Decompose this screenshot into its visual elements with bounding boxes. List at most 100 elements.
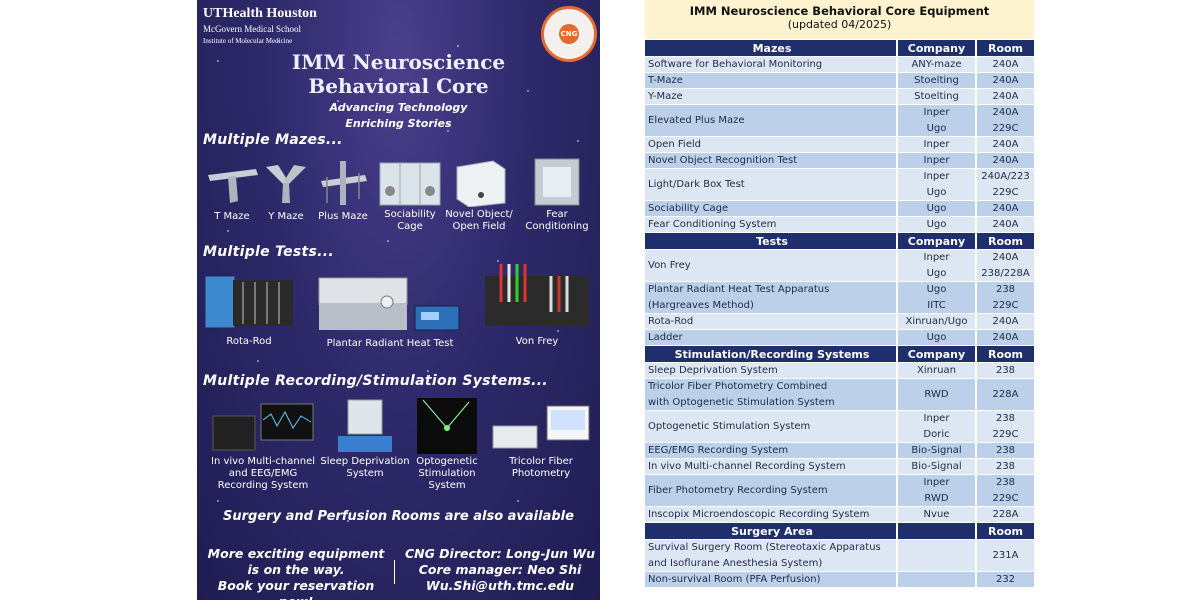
room-cell-line: 231A [992, 550, 1019, 561]
room-cell-line: 238 [995, 461, 1016, 472]
multichannel-recorder-image [212, 403, 314, 451]
room-cell: 238 [977, 443, 1034, 458]
equipment-name: Light/Dark Box Test [645, 169, 898, 200]
company-cell-line: Inper [923, 155, 950, 166]
y-maze-image [266, 165, 306, 203]
equipment-name-line: Optogenetic Stimulation System [648, 421, 811, 432]
room-cell-line: 229C [992, 300, 1019, 311]
room-cell-line: 240A [992, 332, 1019, 343]
star-decoration [577, 140, 579, 142]
star-decoration [347, 520, 349, 522]
room-cell: 240A [977, 314, 1034, 329]
maze-item-y-maze: Y Maze [257, 157, 315, 223]
section-tests-heading: Multiple Tests... [203, 244, 335, 260]
equipment-name-line: Sleep Deprivation System [648, 365, 778, 376]
company-header: Company [898, 233, 977, 249]
room-cell: 228A [977, 507, 1034, 522]
room-cell-line: 240A [992, 75, 1019, 86]
room-cell-line: 240A [992, 316, 1019, 327]
room-cell-line: 240A/223 [981, 171, 1030, 182]
star-decoration [427, 370, 429, 372]
maze-item-plus-maze: Plus Maze [313, 157, 373, 223]
room-header: Room [987, 42, 1024, 55]
equipment-name-line: Fear Conditioning System [648, 219, 777, 230]
star-decoration [447, 130, 449, 132]
maze-label: Sociability [384, 209, 436, 220]
company-cell-line: Inper [923, 107, 950, 118]
plus-maze-image [321, 161, 367, 205]
room-cell-line: 228A [992, 509, 1019, 520]
room-cell-line: 228A [992, 389, 1019, 400]
maze-item-novel-object-open-field: Novel Object/Open Field [443, 155, 515, 233]
company-cell-line: Xinruan [917, 365, 956, 376]
section-mazes-heading: Multiple Mazes... [203, 132, 343, 148]
star-decoration [457, 45, 459, 47]
equipment-name: In vivo Multi-channel Recording System [645, 459, 898, 474]
footer-right: CNG Director: Long-Jun Wu Core manager: … [402, 546, 598, 594]
maze-label: Y Maze [268, 211, 304, 222]
company-cell: Nvue [898, 507, 977, 522]
room-cell-line: 229C [992, 429, 1019, 440]
equipment-name: Novel Object Recognition Test [645, 153, 898, 168]
contact-email[interactable]: Wu.Shi@uth.tmc.edu [425, 578, 575, 593]
room-cell-line: 238/228A [981, 268, 1030, 279]
footer-left-line: is on the way. [247, 562, 345, 577]
star-decoration [527, 90, 529, 92]
room-cell: 231A [977, 540, 1034, 571]
equipment-name-line: Fiber Photometry Recording System [648, 485, 828, 496]
room-cell-line: 229C [992, 123, 1019, 134]
table-updated: (updated 04/2025) [787, 18, 892, 31]
equipment-name: Plantar Radiant Heat Test Apparatus(Harg… [645, 282, 898, 313]
recording-label: System [428, 480, 466, 491]
equipment-name: Von Frey [645, 250, 898, 281]
company-cell: Bio-Signal [898, 443, 977, 458]
maze-item-t-maze: T Maze [201, 157, 263, 223]
company-cell: RWD [898, 379, 977, 410]
tagline-line2: Enriching Stories [345, 117, 452, 130]
star-decoration [307, 140, 309, 142]
sociability-cage-image [379, 162, 441, 206]
fear-conditioning-image [534, 158, 580, 206]
recording-label: Recording System [217, 480, 309, 491]
company-cell-line: Stoelting [914, 75, 959, 86]
company-header: Company [898, 40, 977, 56]
equipment-name-line: Light/Dark Box Test [648, 179, 745, 190]
von-frey-image [485, 264, 589, 326]
table-row: Survival Surgery Room (Stereotaxic Appar… [645, 539, 1034, 571]
equipment-name: Elevated Plus Maze [645, 105, 898, 136]
company-cell-line: Ugo [926, 203, 947, 214]
seal-text: CNG [559, 24, 579, 44]
footer-divider [394, 560, 395, 584]
test-item-plantar-radiant-heat: Plantar Radiant Heat Test [315, 272, 465, 350]
table-row: Novel Object Recognition Test Inper 240A [645, 152, 1034, 168]
institute-name: Institute of Molecular Medicine [203, 37, 293, 45]
recording-label: In vivo Multi-channel [211, 456, 315, 467]
company-cell: Stoelting [898, 73, 977, 88]
sleep-deprivation-image [338, 399, 392, 452]
room-header: Room [987, 525, 1024, 538]
section-title: Tests [645, 233, 898, 249]
company-cell: Xinruan [898, 363, 977, 378]
company-cell: Ugo [898, 330, 977, 345]
company-cell-line: Inper [923, 171, 950, 182]
director-line: CNG Director: Long-Jun Wu [404, 546, 596, 561]
room-cell: 240A [977, 153, 1034, 168]
equipment-name-line: Y-Maze [648, 91, 683, 102]
room-header: Room [987, 235, 1024, 248]
room-cell-line: 240A [992, 219, 1019, 230]
equipment-name-line: Non-survival Room (PFA Perfusion) [648, 574, 821, 585]
